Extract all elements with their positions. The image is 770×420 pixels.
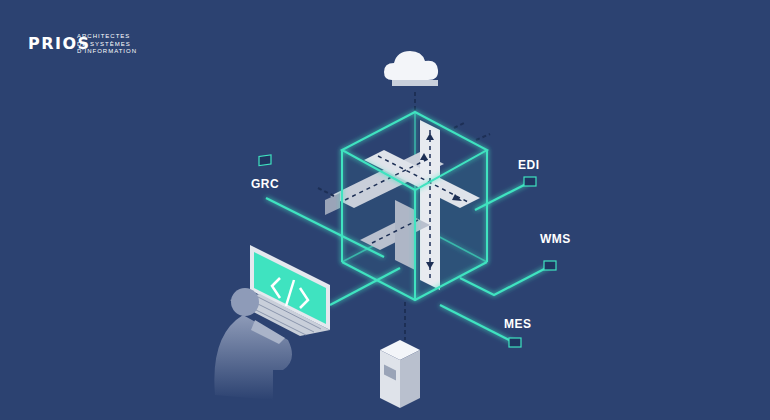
logo-tagline: ARCHITECTES DE SYSTÈMES D'INFORMATION (77, 33, 137, 56)
dashed-link (414, 92, 416, 112)
system-label: EDI (518, 158, 540, 172)
system-label: WMS (540, 232, 571, 246)
logo-tagline: ARCHITECTES DE SYSTÈMES D'INFORMATION (77, 33, 137, 56)
arrowheads (420, 133, 462, 269)
system-label: MES (504, 317, 532, 331)
system-label: WMS (540, 232, 571, 246)
system-label: GRC (251, 177, 279, 191)
system-label: EDI (518, 158, 540, 172)
person (214, 288, 292, 400)
cube-front (342, 112, 487, 300)
server-icon (380, 340, 420, 408)
road-arrows (345, 130, 468, 280)
system-label: GRC (251, 177, 279, 191)
cloud-icon (384, 51, 438, 86)
system-label: MES (504, 317, 532, 331)
